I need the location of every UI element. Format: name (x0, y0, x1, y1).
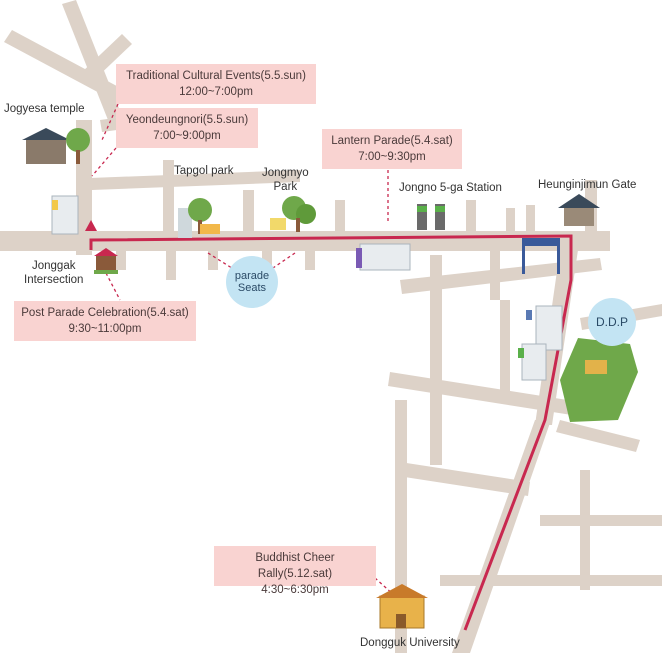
jogyesa-temple-icon (22, 128, 90, 164)
road (540, 515, 662, 526)
jongmyo-park-icon (270, 196, 316, 232)
road (500, 300, 510, 400)
parade-route (89, 234, 573, 631)
road (163, 160, 174, 235)
ddp-park (560, 338, 638, 422)
road (4, 30, 128, 104)
road (400, 258, 602, 294)
post-parade-title: Post Parade Celebration(5.4.sat) (21, 307, 189, 319)
ddp-tower-icon (518, 305, 563, 381)
leader-line-yeondeungnori (91, 147, 117, 177)
ddp-label: D.D.P (595, 315, 628, 329)
road (506, 208, 515, 235)
ddp-building-icon (585, 360, 607, 374)
leader-line-post-parade (105, 272, 121, 301)
heunginjimun-gate-label: Heunginjimun Gate (538, 179, 637, 191)
leader-line-cheer-rally (374, 577, 396, 597)
road (430, 255, 442, 465)
jongno5ga-station-label: Jongno 5-ga Station (399, 182, 502, 194)
tapgol-park-icon (178, 198, 220, 238)
jongmyo-park-label-line1: Jongmyo (262, 167, 309, 179)
jogyesa-temple-label: Jogyesa temple (4, 103, 85, 115)
road (388, 372, 580, 416)
traditional-events-title: Traditional Cultural Events(5.5.sun) (126, 70, 306, 82)
yeondeungnori-title: Yeondeungnori(5.5.sun) (125, 114, 249, 126)
cheer-rally-callout: Buddhist Cheer Rally(5.12.sat) 4:30~6:30… (214, 546, 376, 596)
road (243, 190, 254, 235)
road (466, 200, 476, 235)
road (398, 462, 530, 496)
lantern-parade-callout: Lantern Parade(5.4.sat) 7:00~9:30pm (322, 129, 462, 169)
road (90, 170, 300, 190)
road (440, 575, 662, 586)
traditional-events-time: 12:00~7:00pm (179, 86, 253, 98)
tapgol-park-label: Tapgol park (174, 165, 234, 177)
ddp-marker: D.D.P (588, 298, 636, 346)
post-parade-time: 9:30~11:00pm (68, 323, 142, 335)
parade-seats-line2: Seats (237, 282, 267, 294)
yeondeungnori-time: 7:00~9:00pm (153, 130, 221, 142)
jonggak-label-line2: Intersection (24, 274, 84, 286)
road (262, 245, 272, 270)
road (166, 245, 176, 280)
road (208, 245, 218, 270)
lantern-parade-time: 7:00~9:30pm (358, 151, 426, 163)
dongguk-university-icon (376, 584, 428, 629)
jongno5ga-building-icon (356, 243, 411, 271)
road (580, 470, 590, 590)
post-parade-callout: Post Parade Celebration(5.4.sat) 9:30~11… (14, 301, 196, 341)
subway-station-icon (417, 204, 445, 230)
parade-seats-marker: parade Seats (226, 256, 278, 308)
road (335, 200, 345, 235)
heunginjimun-gate-icon (558, 194, 600, 226)
leader-line-traditional (101, 103, 119, 141)
road (116, 245, 126, 270)
road (556, 420, 640, 452)
route-arrowhead (85, 220, 97, 231)
jongmyo-park-label-line2: Park (273, 181, 298, 193)
lantern-parade-title: Lantern Parade(5.4.sat) (331, 135, 453, 147)
road (526, 205, 535, 235)
traditional-events-callout: Traditional Cultural Events(5.5.sun) 12:… (116, 64, 316, 104)
yeondeungnori-callout: Yeondeungnori(5.5.sun) 7:00~9:00pm (116, 108, 258, 148)
cheer-rally-title: Buddhist Cheer Rally(5.12.sat) (255, 552, 335, 580)
parade-seats-line1: parade (234, 270, 270, 282)
jonggak-intersection-label: Jonggak Intersection (24, 259, 83, 287)
leader-line-seats-right (269, 252, 296, 271)
bosingak-pavilion-icon (94, 248, 118, 274)
road (82, 34, 132, 82)
cheer-rally-time: 4:30~6:30pm (261, 584, 329, 596)
jongmyo-park-label: Jongmyo Park (262, 166, 309, 194)
dongguk-university-label: Dongguk University (360, 637, 460, 649)
jonggak-building-icon (51, 195, 79, 235)
jonggak-label-line1: Jonggak (31, 260, 76, 272)
road (305, 245, 315, 270)
dongdaemun-sign-icon (522, 238, 560, 274)
